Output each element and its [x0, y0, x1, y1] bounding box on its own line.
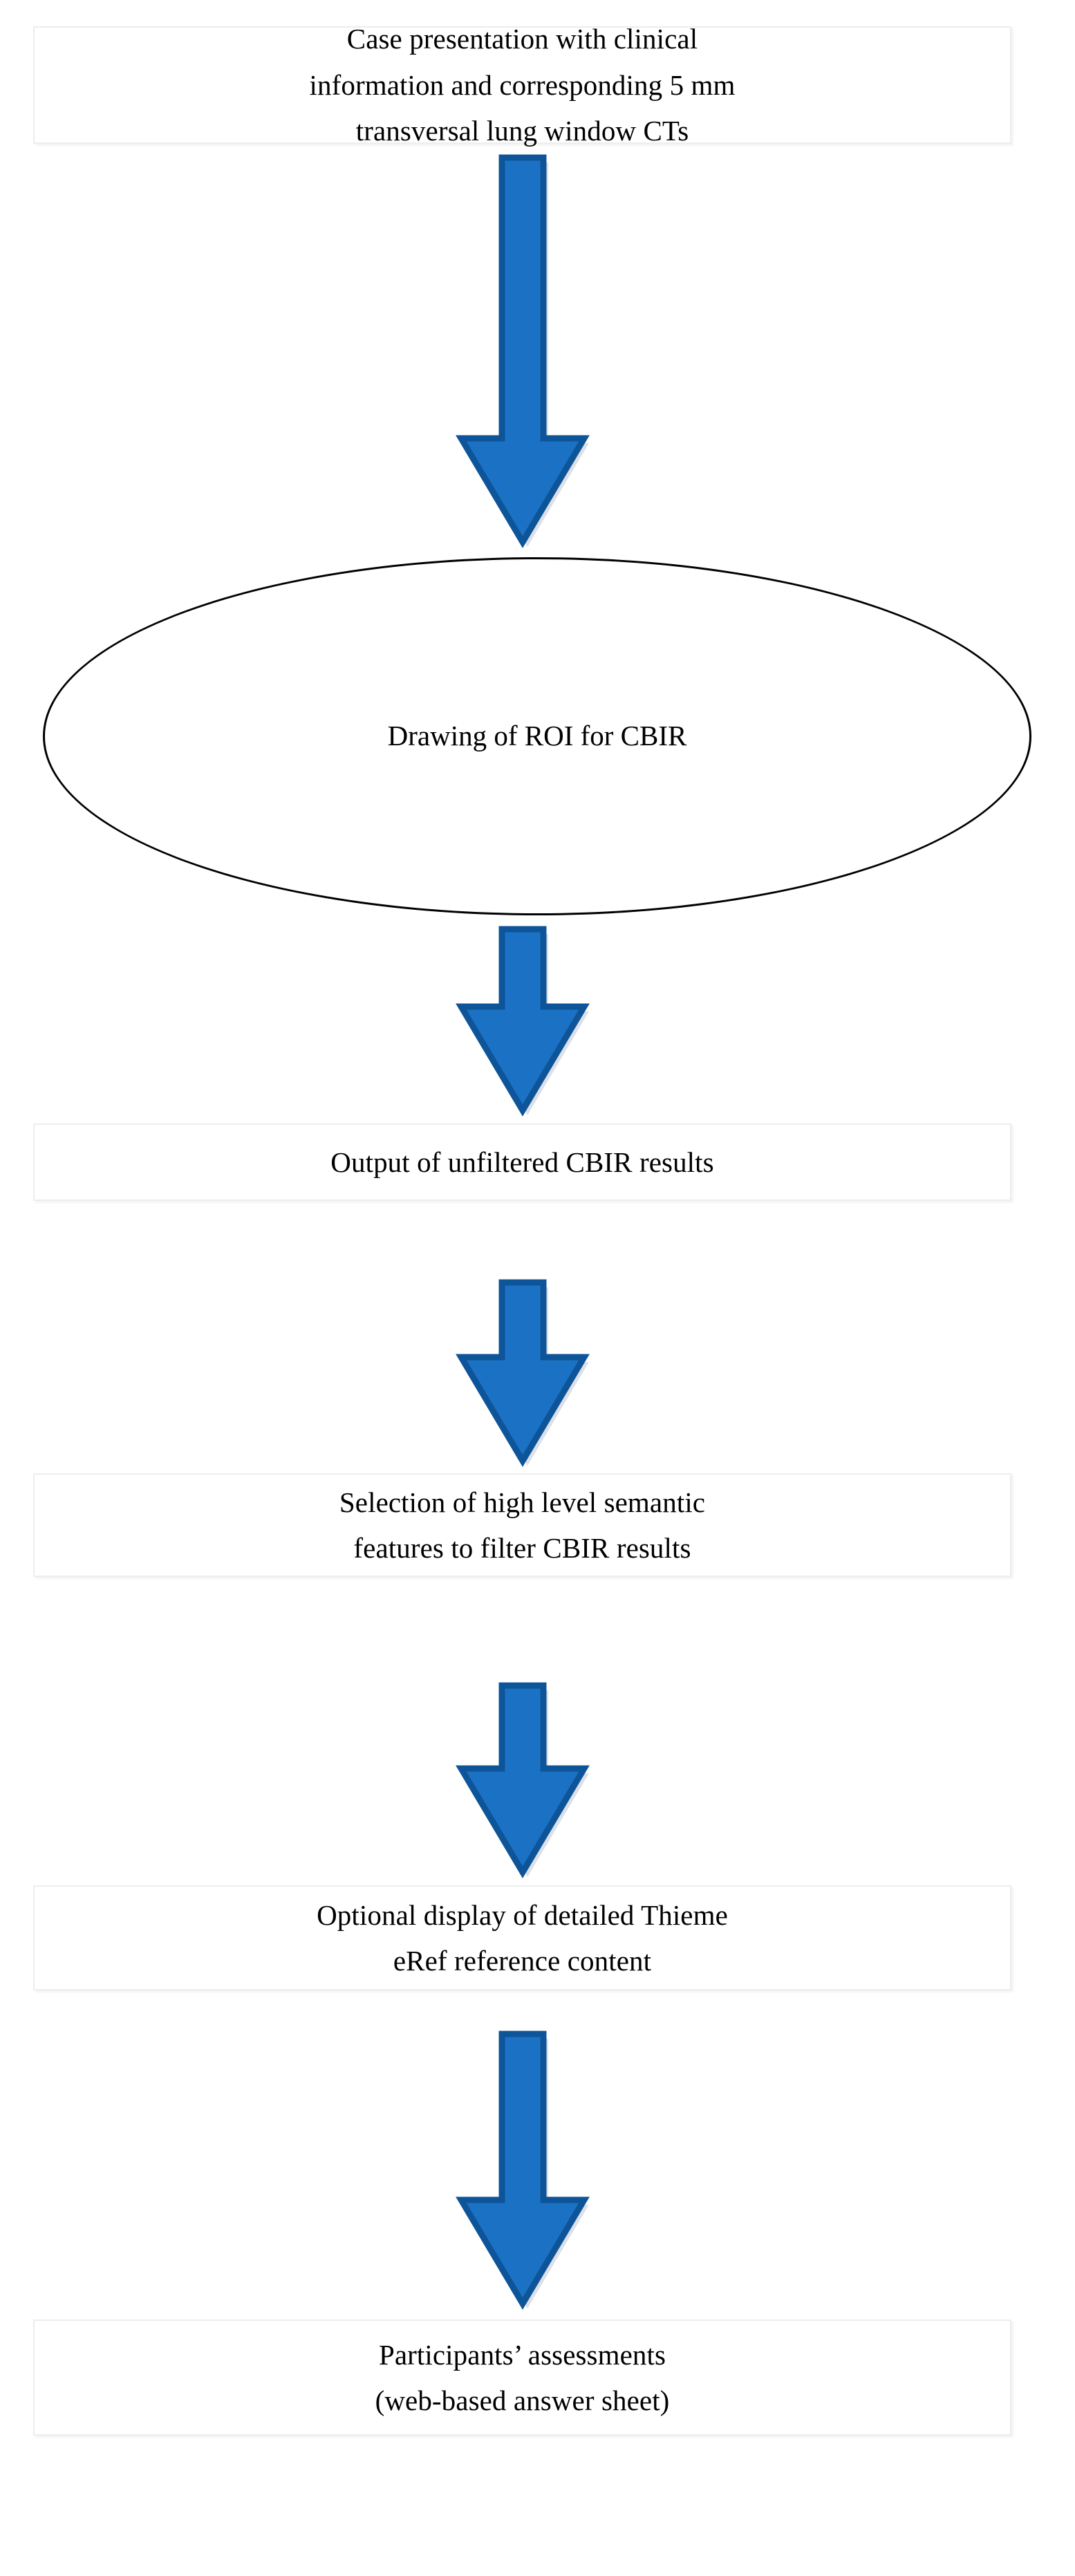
- flow-arrow-down-icon: [456, 926, 590, 1117]
- flow-node-label: Optional display of detailed Thieme eRef…: [317, 1898, 728, 1977]
- flow-arrow-down-icon: [456, 154, 590, 548]
- flow-node-unfiltered-results: Output of unfiltered CBIR results: [33, 1123, 1011, 1201]
- flow-node-label: Case presentation with clinical informat…: [309, 23, 736, 147]
- flow-arrow-down-icon: [456, 2031, 590, 2310]
- flow-node-case-presentation: Case presentation with clinical informat…: [33, 23, 1011, 147]
- flow-node-label: Drawing of ROI for CBIR: [387, 720, 687, 752]
- flow-arrow-down-icon: [456, 1279, 590, 1467]
- flow-node-drawing-roi: Drawing of ROI for CBIR: [43, 557, 1031, 915]
- flow-node-label: Output of unfiltered CBIR results: [330, 1146, 714, 1178]
- flow-node-thieme-eref: Optional display of detailed Thieme eRef…: [33, 1885, 1011, 1990]
- flow-node-label: Selection of high level semantic feature…: [339, 1486, 706, 1564]
- flow-node-label: Participants’ assessments (web-based ans…: [375, 2338, 670, 2416]
- flow-node-semantic-features: Selection of high level semantic feature…: [33, 1473, 1011, 1577]
- flow-node-participants-assessments: Participants’ assessments (web-based ans…: [33, 2320, 1011, 2436]
- flow-arrow-down-icon: [456, 1682, 590, 1878]
